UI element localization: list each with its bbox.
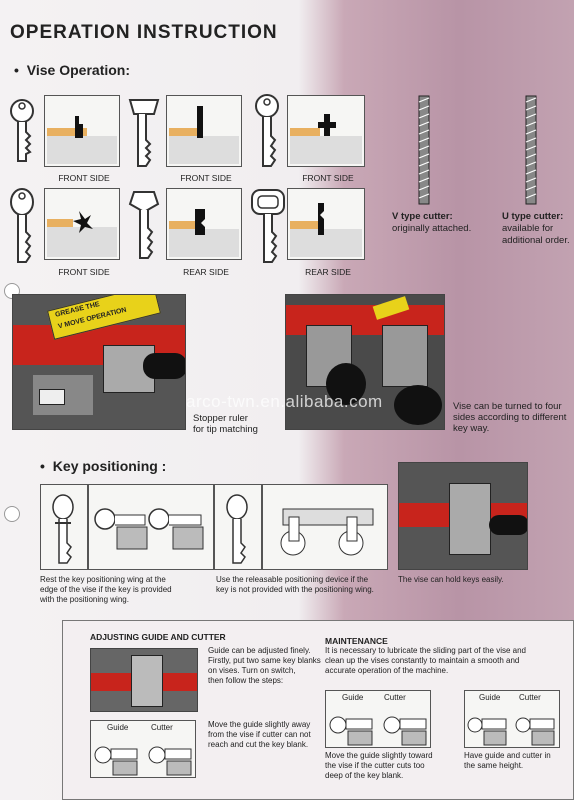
key-icon xyxy=(128,191,160,259)
page-title: OPERATION INSTRUCTION xyxy=(10,22,278,43)
v-cutter-icon xyxy=(418,95,430,205)
vise-diagram xyxy=(44,95,120,167)
key-caption-left: Rest the key positioning wing at the edg… xyxy=(40,575,172,605)
maintenance-caption-left-1: Move the guide slightly toward xyxy=(325,751,433,760)
guide-cutter-diagram: Guide Cutter xyxy=(325,690,431,748)
maintenance-caption-left-3: deep of the key blank. xyxy=(325,771,404,780)
vise-diagram xyxy=(166,188,242,260)
positioning-device-diagram xyxy=(262,484,388,570)
key-positioning-title: Key positioning : xyxy=(52,458,167,474)
u-cutter-text-1: available for xyxy=(502,223,554,234)
maintenance-caption-left-2: the vise if the cutter cuts too xyxy=(325,761,425,770)
vise-operation-heading: • Vise Operation: xyxy=(14,62,130,78)
adjusting-photo xyxy=(90,648,198,712)
stopper-caption-1: Stopper ruler xyxy=(193,413,248,424)
u-cutter-icon xyxy=(525,95,537,205)
maintenance-caption-right: Have guide and cutter in the same height… xyxy=(464,751,551,771)
u-cutter-text-2: additional order. xyxy=(502,235,570,246)
vise-diagram xyxy=(166,95,242,167)
machine-photo: GREASE THE V MOVE OPERATION xyxy=(12,294,186,430)
vise-label: FRONT SIDE xyxy=(302,173,354,183)
u-cutter-note: U type cutter: available for additional … xyxy=(502,211,570,247)
stopper-caption-2: for tip matching xyxy=(193,424,258,435)
guide-label: Guide xyxy=(107,723,129,732)
adjusting-line-6: from the vise if cutter can not xyxy=(208,730,311,739)
guide-cutter-diagram: Guide Cutter xyxy=(464,690,560,748)
stopper-caption: Stopper ruler for tip matching xyxy=(193,413,258,435)
adjusting-line-2: Firstly, put two same key blanks xyxy=(208,656,321,665)
maintenance-line-1: It is necessary to lubricate the sliding… xyxy=(325,646,526,655)
key-icon xyxy=(251,189,285,263)
guide-cutter-diagram: Guide Cutter xyxy=(90,720,196,778)
vise-diagram xyxy=(287,188,365,260)
adjusting-heading: ADJUSTING GUIDE AND CUTTER xyxy=(90,632,226,642)
vise-holding-photo xyxy=(398,462,528,570)
vise-turn-caption: Vise can be turned to four sides accordi… xyxy=(453,401,566,434)
vise-operation-title: Vise Operation: xyxy=(26,62,131,78)
maintenance-line-3: accurate operation of the machine. xyxy=(325,666,449,675)
key-icon xyxy=(128,99,160,167)
adjusting-line-1: Guide can be adjusted finely. xyxy=(208,646,311,655)
vise-label: REAR SIDE xyxy=(305,267,351,277)
watermark: arco-twn.en.alibaba.com xyxy=(186,392,383,411)
v-cutter-text: originally attached. xyxy=(392,223,472,234)
adjusting-text-2: Move the guide slightly away from the vi… xyxy=(208,720,311,750)
key-icon xyxy=(255,94,279,167)
binder-hole xyxy=(4,506,20,522)
guide-label: Guide xyxy=(342,693,364,702)
vise-diagram xyxy=(287,95,365,167)
cutter-label: Cutter xyxy=(519,693,541,702)
vise-photo xyxy=(285,294,445,430)
vise-turn-caption-2: sides according to different xyxy=(453,412,567,423)
maintenance-caption-left: Move the guide slightly toward the vise … xyxy=(325,751,433,781)
adjusting-text-1: Guide can be adjusted finely. Firstly, p… xyxy=(208,646,321,686)
vise-label: REAR SIDE xyxy=(183,267,229,277)
adjusting-line-7: reach and cut the key blank. xyxy=(208,740,309,749)
key-caption-right: The vise can hold keys easily. xyxy=(398,575,504,584)
cutter-label: Cutter xyxy=(151,723,173,732)
key-caption-left-1: Rest the key positioning wing at the xyxy=(40,575,166,584)
key-positioning-heading: • Key positioning : xyxy=(40,458,166,474)
maintenance-line-2: clean up the vises constantly to maintai… xyxy=(325,656,520,665)
key-caption-mid: Use the releasable positioning device if… xyxy=(216,575,374,595)
key-diagram xyxy=(214,484,262,570)
u-cutter-title: U type cutter: xyxy=(502,211,564,222)
vise-turn-caption-3: key way. xyxy=(453,423,490,434)
maintenance-caption-right-2: the same height. xyxy=(464,761,524,770)
key-diagram xyxy=(40,484,88,570)
bullet: • xyxy=(14,62,19,78)
key-icon xyxy=(10,188,34,263)
key-icon xyxy=(10,99,34,162)
bullet: • xyxy=(40,458,45,474)
vise-label: FRONT SIDE xyxy=(180,173,232,183)
maintenance-heading: MAINTENANCE xyxy=(325,636,388,646)
guide-label: Guide xyxy=(479,693,501,702)
key-caption-mid-1: Use the releasable positioning device if… xyxy=(216,575,369,584)
key-caption-left-2: edge of the vise if the key is provided xyxy=(40,585,172,594)
key-vise-diagram xyxy=(88,484,214,570)
key-caption-mid-2: key is not provided with the positioning… xyxy=(216,585,374,594)
maintenance-caption-right-1: Have guide and cutter in xyxy=(464,751,551,760)
vise-diagram xyxy=(44,188,120,260)
adjusting-line-5: Move the guide slightly away xyxy=(208,720,311,729)
v-cutter-note: V type cutter: originally attached. xyxy=(392,211,471,235)
vise-turn-caption-1: Vise can be turned to four xyxy=(453,401,562,412)
maintenance-text: It is necessary to lubricate the sliding… xyxy=(325,646,526,676)
v-cutter-title: V type cutter: xyxy=(392,211,453,222)
vise-label: FRONT SIDE xyxy=(58,173,110,183)
cutter-label: Cutter xyxy=(384,693,406,702)
vise-label: FRONT SIDE xyxy=(58,267,110,277)
key-caption-left-3: with the positioning wing. xyxy=(40,595,129,604)
adjusting-line-4: then follow the steps: xyxy=(208,676,284,685)
adjusting-line-3: on vises. Turn on switch, xyxy=(208,666,296,675)
